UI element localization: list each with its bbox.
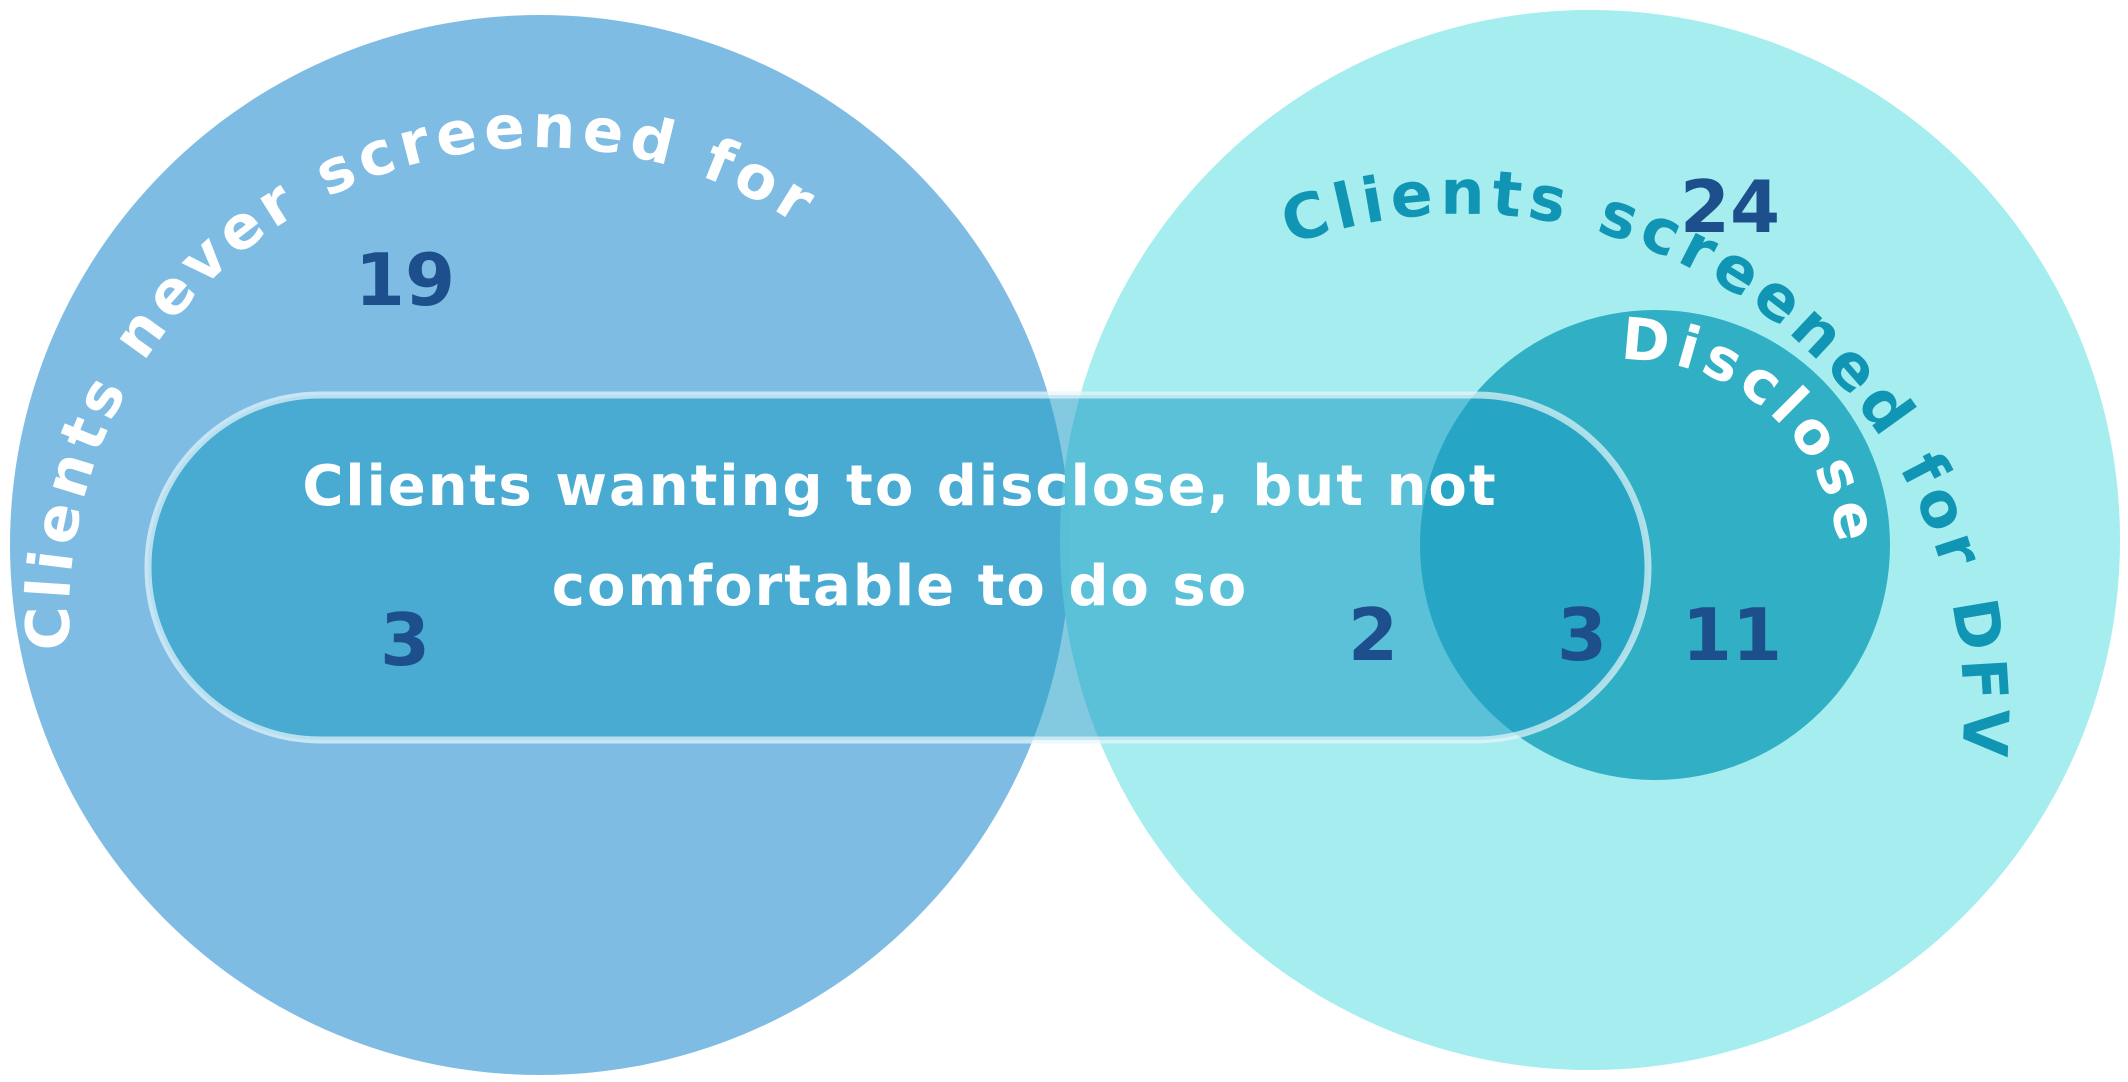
wanting-label-line1: Clients wanting to disclose, but not bbox=[302, 454, 1497, 519]
wanting-label-line2: comfortable to do so bbox=[552, 554, 1248, 619]
count-never-only: 19 bbox=[355, 238, 455, 322]
count-disclosers-only: 11 bbox=[1682, 593, 1782, 677]
count-never-and-wanting: 3 bbox=[380, 598, 430, 682]
wanting-to-disclose-pill bbox=[144, 391, 1652, 744]
count-screened-and-wanting: 2 bbox=[1348, 593, 1398, 677]
count-disclosers-and-wanting: 3 bbox=[1557, 593, 1607, 677]
count-screened-only: 24 bbox=[1680, 165, 1780, 249]
